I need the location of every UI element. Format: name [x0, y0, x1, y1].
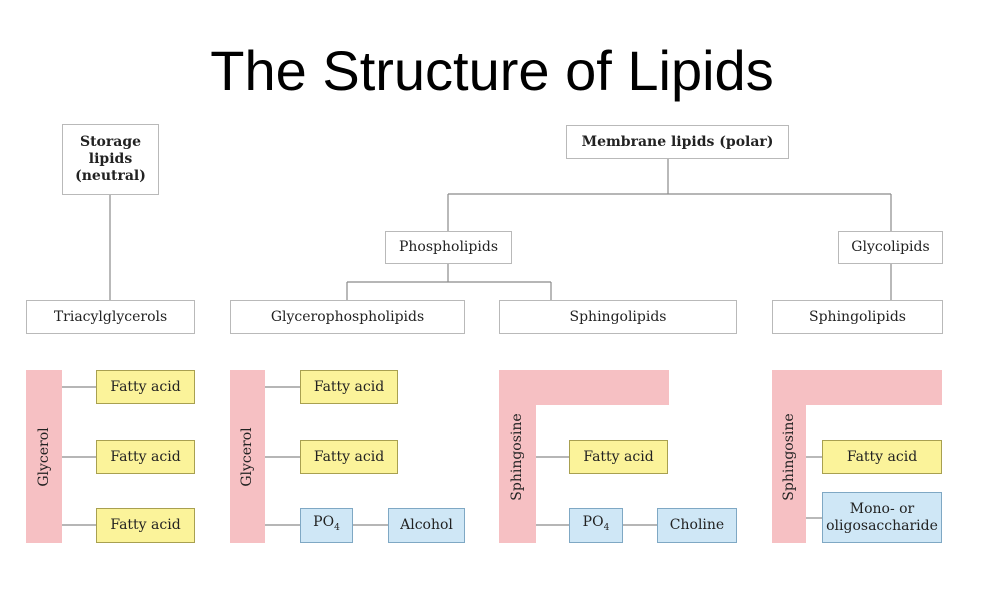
glycerol-backbone-gpl: [230, 370, 265, 543]
phosphate-box: PO4: [300, 508, 353, 543]
membrane-lipids-node: Membrane lipids (polar): [566, 125, 789, 159]
glycerol-backbone-label-gpl: Glycerol: [239, 427, 255, 487]
sphingosine-backbone-label: Sphingosine: [509, 413, 525, 501]
membrane-lipids-label: Membrane lipids (polar): [581, 133, 774, 150]
triacylglycerols-label: Triacylglycerols: [53, 308, 168, 325]
phosphate-box: PO4: [569, 508, 623, 543]
glycerophospholipids-label: Glycerophospholipids: [270, 308, 425, 325]
fatty-acid-label: Fatty acid: [583, 448, 654, 465]
phospholipids-label: Phospholipids: [399, 239, 498, 255]
fatty-acid-box: Fatty acid: [569, 440, 668, 474]
fatty-acid-box: Fatty acid: [300, 370, 398, 404]
sphingosine-backbone-horizontal: [499, 370, 669, 405]
glycerol-backbone-tag: [26, 370, 62, 543]
phosphate-label: PO4: [582, 514, 610, 533]
fatty-acid-label: Fatty acid: [313, 448, 385, 465]
sphingolipids-phospho-label: Sphingolipids: [569, 308, 667, 325]
glycerol-backbone-label-tag: Glycerol: [36, 427, 52, 487]
storage-lipids-node: Storage lipids (neutral): [62, 124, 159, 195]
phospholipids-node: Phospholipids: [385, 231, 512, 264]
sphingolipids-phospho-node: Sphingolipids: [499, 300, 737, 334]
sphingosine-backbone-label: Sphingosine: [781, 413, 797, 501]
fatty-acid-label: Fatty acid: [110, 378, 181, 395]
sphingolipids-glyco-label: Sphingolipids: [809, 308, 906, 325]
alcohol-label: Alcohol: [400, 517, 453, 533]
phosphate-label: PO4: [313, 514, 340, 533]
saccharide-box: Mono- or oligosaccharide: [822, 492, 942, 543]
fatty-acid-box: Fatty acid: [96, 440, 195, 474]
alcohol-box: Alcohol: [388, 508, 465, 543]
storage-lipids-label: Storage lipids (neutral): [75, 134, 146, 184]
saccharide-label-line2: oligosaccharide: [826, 517, 938, 534]
glycerophospholipids-node: Glycerophospholipids: [230, 300, 465, 334]
sphingosine-backbone-horizontal: [772, 370, 942, 405]
glycolipids-label: Glycolipids: [851, 239, 930, 255]
choline-label: Choline: [669, 517, 725, 533]
fatty-acid-label: Fatty acid: [846, 448, 918, 465]
sphingolipids-glyco-node: Sphingolipids: [772, 300, 943, 334]
choline-box: Choline: [657, 508, 737, 543]
glycolipids-node: Glycolipids: [838, 231, 943, 264]
fatty-acid-box: Fatty acid: [822, 440, 942, 474]
fatty-acid-box: Fatty acid: [96, 508, 195, 543]
saccharide-label-line1: Mono- or: [849, 500, 915, 517]
triacylglycerols-node: Triacylglycerols: [26, 300, 195, 334]
fatty-acid-label: Fatty acid: [110, 517, 181, 533]
fatty-acid-label: Fatty acid: [110, 448, 181, 465]
fatty-acid-box: Fatty acid: [96, 370, 195, 404]
fatty-acid-label: Fatty acid: [313, 378, 385, 395]
fatty-acid-box: Fatty acid: [300, 440, 398, 474]
page-title: The Structure of Lipids: [210, 39, 774, 102]
